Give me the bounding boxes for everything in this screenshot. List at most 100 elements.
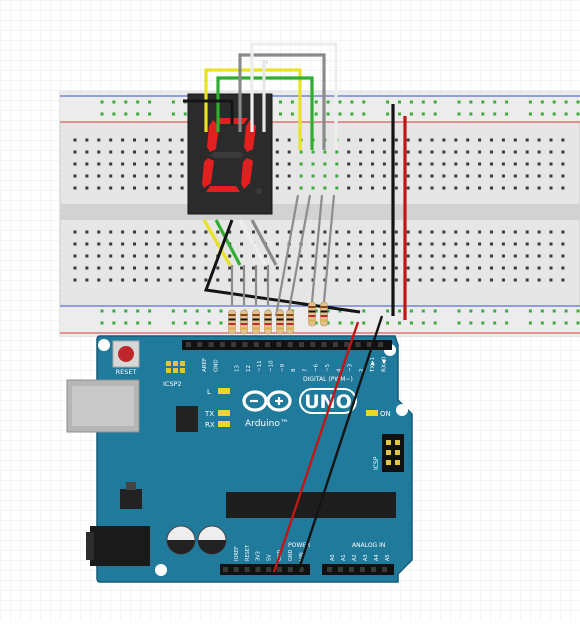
breadboard-hole [537,278,541,282]
breadboard-hole [513,278,517,282]
resistor[interactable] [308,301,316,327]
breadboard-hole [490,150,493,154]
breadboard-hole [133,242,136,246]
breadboard-hole [478,162,482,166]
wire-gray-bottom[interactable] [250,219,278,266]
breadboard-hole [561,266,565,270]
breadboard-hole [216,278,220,282]
rail-hole [409,112,413,116]
breadboard-hole [478,278,482,282]
icsp-header [382,434,404,472]
analog-label: ANALOG IN [352,542,385,549]
breadboard-hole [382,230,386,234]
resistor[interactable] [320,301,328,327]
rail-hole [576,321,580,325]
resistor-band [252,318,260,321]
breadboard-hole [109,266,113,270]
breadboard-hole [382,174,386,178]
breadboard-hole [371,278,374,282]
resistor[interactable] [252,309,260,335]
digital-pin-hole [299,342,304,347]
on-label: ON [380,410,391,418]
breadboard-hole [537,150,541,154]
breadboard-hole [371,230,374,234]
wire-green-bottom[interactable] [214,219,242,266]
breadboard-hole [85,278,89,282]
digital-pin-hole [310,342,316,347]
breadboard-hole [561,254,565,258]
wire-seg-8[interactable] [322,194,336,303]
resistor[interactable] [276,309,284,335]
wire-yellow-bottom[interactable] [202,219,232,266]
resistor[interactable] [240,309,248,335]
breadboard-hole [359,230,363,234]
reset-label: RESET [116,368,137,376]
breadboard-hole [382,186,386,190]
breadboard-hole [394,138,398,142]
breadboard-hole [442,150,446,154]
breadboard-hole [133,254,136,258]
rail-hole [100,112,104,116]
breadboard-hole [311,230,315,234]
breadboard-hole [228,230,232,234]
wire-white-top[interactable] [250,42,338,150]
rail-hole [148,100,152,104]
digital-pin-hole [378,342,384,347]
wire-white-short[interactable] [262,60,268,132]
icsp-pin [386,440,391,445]
breadboard-hole [454,186,458,190]
breadboard-hole [466,150,470,154]
breadboard-hole [549,186,553,190]
seven-segment-display[interactable] [187,93,273,215]
reset-button[interactable] [118,346,134,362]
wire-seg-5[interactable] [274,194,300,317]
resistor-band [286,327,294,330]
breadboard-hole [501,150,505,154]
rail-hole [540,309,544,313]
resistor[interactable] [228,309,236,335]
resistor[interactable] [264,309,272,335]
resistor-band [308,315,316,317]
breadboard-hole [323,266,327,270]
breadboard-hole [287,150,291,154]
breadboard-hole [561,278,565,282]
breadboard-hole [382,266,386,270]
icsp-pin [386,460,391,465]
breadboard-hole [144,230,148,234]
digital-pin-hole [276,342,282,347]
wire-red-5v[interactable] [272,321,360,573]
breadboard-hole [204,266,208,270]
breadboard-hole [490,266,493,270]
wire-black-display-top[interactable] [183,99,234,125]
analog-pin-label: A3 [363,554,369,561]
breadboard-hole [156,174,160,178]
breadboard-hole [454,254,458,258]
breadboard-hole [180,254,184,258]
breadboard-hole [156,138,160,142]
wire-white-bottom[interactable] [238,219,267,266]
analog-pin-label: A4 [374,554,380,561]
wire-seg-6[interactable] [286,194,312,317]
breadboard-hole [478,242,482,246]
breadboard-hole [263,278,267,282]
voltage-regulator [120,489,142,509]
breadboard-hole [180,162,184,166]
breadboard-hole [549,230,553,234]
resistor[interactable] [286,309,294,335]
breadboard-hole [121,174,125,178]
breadboard-hole [490,230,493,234]
resistors[interactable] [228,301,328,335]
wire-gray-top[interactable] [238,53,326,150]
power-pin-hole [223,567,228,572]
wire-black-gnd[interactable] [296,315,384,573]
breadboard-hole [371,138,374,142]
atmega-chip [226,492,396,518]
analog-header [322,564,394,575]
icsp2-label: ICSP2 [163,380,182,388]
breadboard-hole [97,278,101,282]
breadboard-hole [85,254,89,258]
breadboard-hole [73,138,77,142]
wires[interactable] [183,42,407,573]
wire-seg-7[interactable] [310,194,324,303]
arduino-uno-board[interactable]: RESET ICSP2 L TX RX ON UNO Arduino™ ICSP [66,335,413,583]
